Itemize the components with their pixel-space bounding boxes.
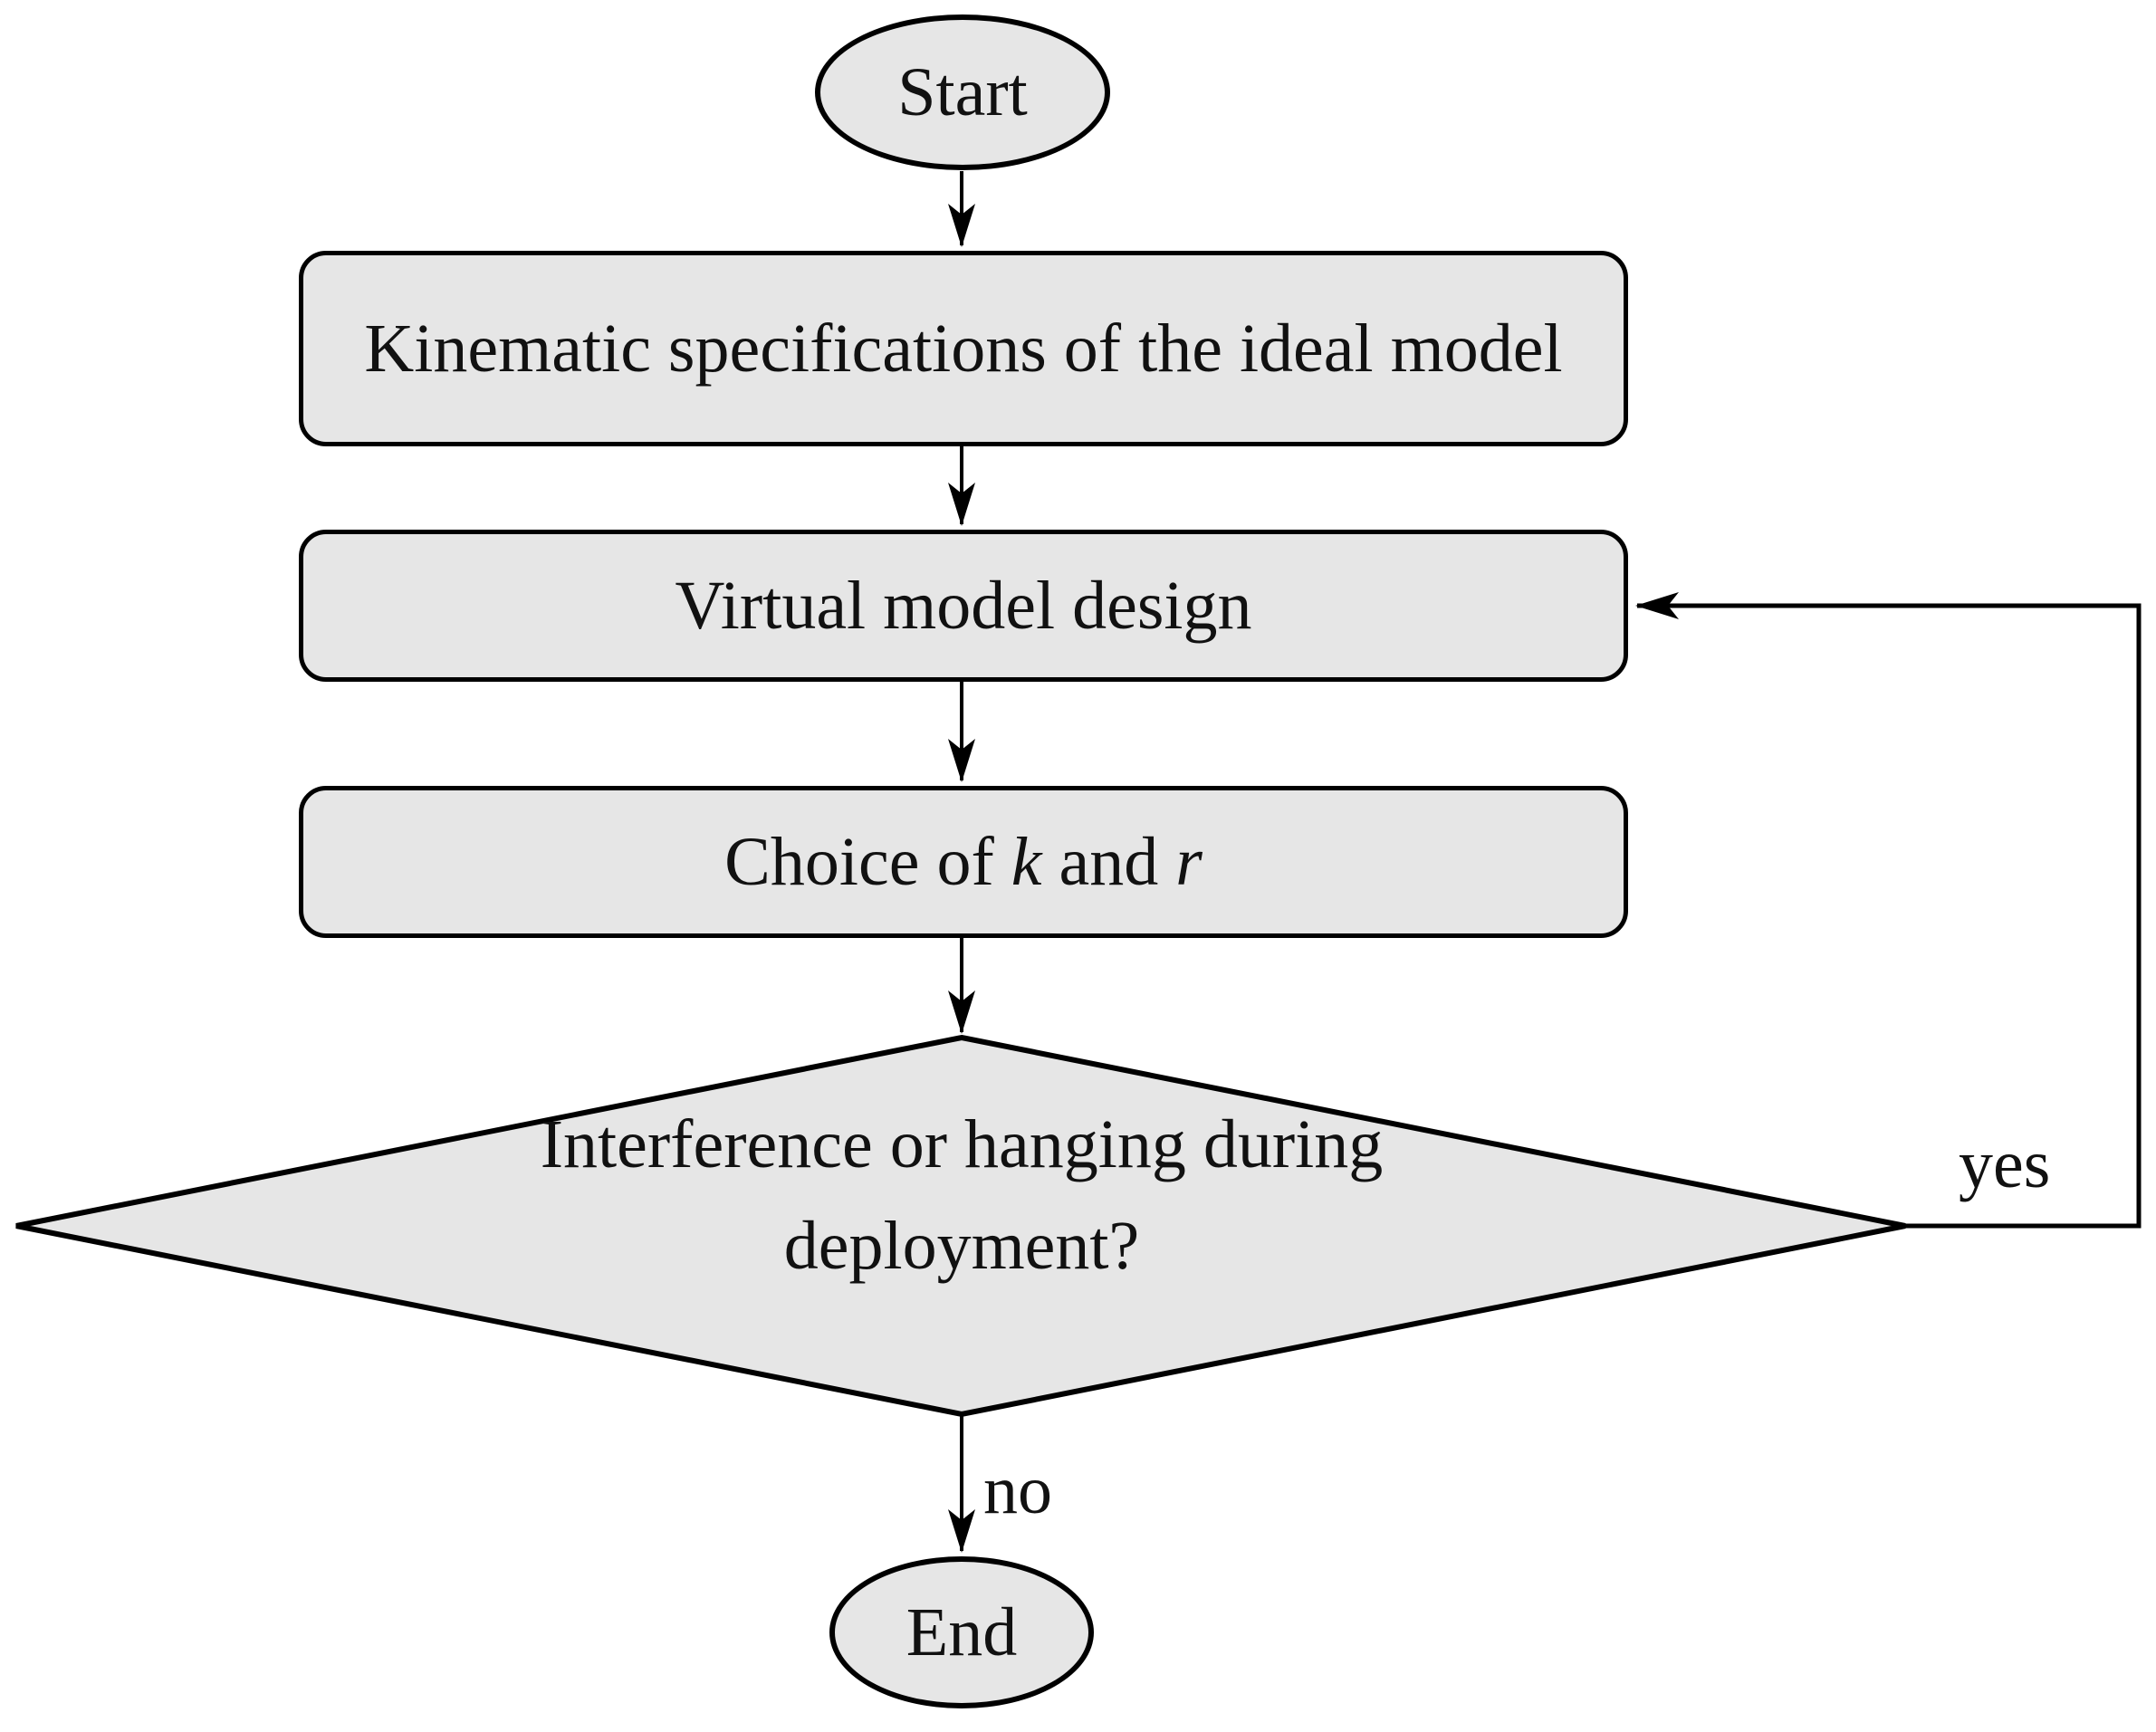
variable-k: k [1011, 824, 1042, 900]
node-start: Start [815, 14, 1110, 170]
edge-label-yes: yes [1959, 1126, 2051, 1202]
node-virtual-model-design: Virtual model design [299, 530, 1628, 682]
node-choice-of-k-and-r: Choice of k and r [299, 786, 1628, 938]
node-virtual-label: Virtual model design [675, 568, 1252, 644]
node-end-label: End [906, 1594, 1018, 1670]
node-start-label: Start [897, 54, 1028, 130]
edge-decision-yes-loop [1635, 592, 2142, 1229]
node-decision-label: Interference or hanging during deploymen… [540, 1106, 1384, 1284]
node-end: End [829, 1556, 1094, 1708]
node-kinematic-specifications: Kinematic specifications of the ideal mo… [299, 251, 1628, 446]
variable-r: r [1175, 824, 1203, 900]
edge-label-no: no [983, 1452, 1052, 1528]
node-kinematic-label: Kinematic specifications of the ideal mo… [364, 311, 1563, 387]
node-choice-label: Choice of k and r [724, 824, 1203, 900]
